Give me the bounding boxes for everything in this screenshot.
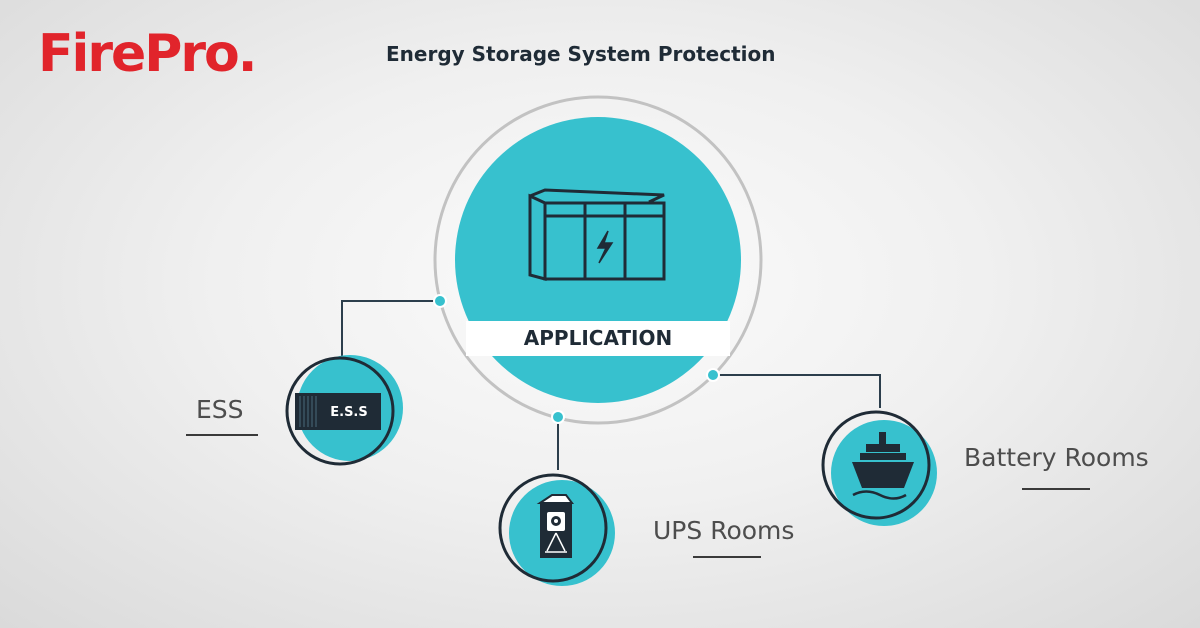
shipping-container-icon: E.S.S (295, 393, 381, 430)
dot-battery (706, 368, 720, 382)
battery-cabinet-icon (528, 188, 666, 281)
ups-unit-icon (536, 494, 574, 558)
dot-ess (433, 294, 447, 308)
page-title: Energy Storage System Protection (386, 42, 776, 66)
battery-rooms-label: Battery Rooms (964, 443, 1149, 472)
ess-label: ESS (196, 395, 244, 424)
connector-ess (341, 300, 440, 358)
application-label: APPLICATION (524, 326, 672, 350)
connectors (341, 300, 881, 470)
battery-rooms-label-underline (1022, 488, 1090, 490)
ups-label-underline (693, 556, 761, 558)
ess-icon-text: E.S.S (330, 405, 367, 420)
application-teal-circle (455, 117, 741, 403)
ups-node (498, 473, 615, 586)
dot-ups (551, 410, 565, 424)
ess-node: E.S.S (285, 355, 403, 466)
connector-dots (433, 294, 720, 424)
ess-label-underline (186, 434, 258, 436)
battery-rooms-node (821, 410, 937, 526)
connector-battery (713, 374, 881, 408)
ship-icon (852, 432, 914, 500)
firepro-logo: FirePro. (38, 24, 257, 84)
application-node: APPLICATION (433, 95, 763, 425)
ups-label: UPS Rooms (653, 516, 795, 545)
application-band (466, 321, 730, 356)
application-outer-ring (433, 95, 763, 425)
